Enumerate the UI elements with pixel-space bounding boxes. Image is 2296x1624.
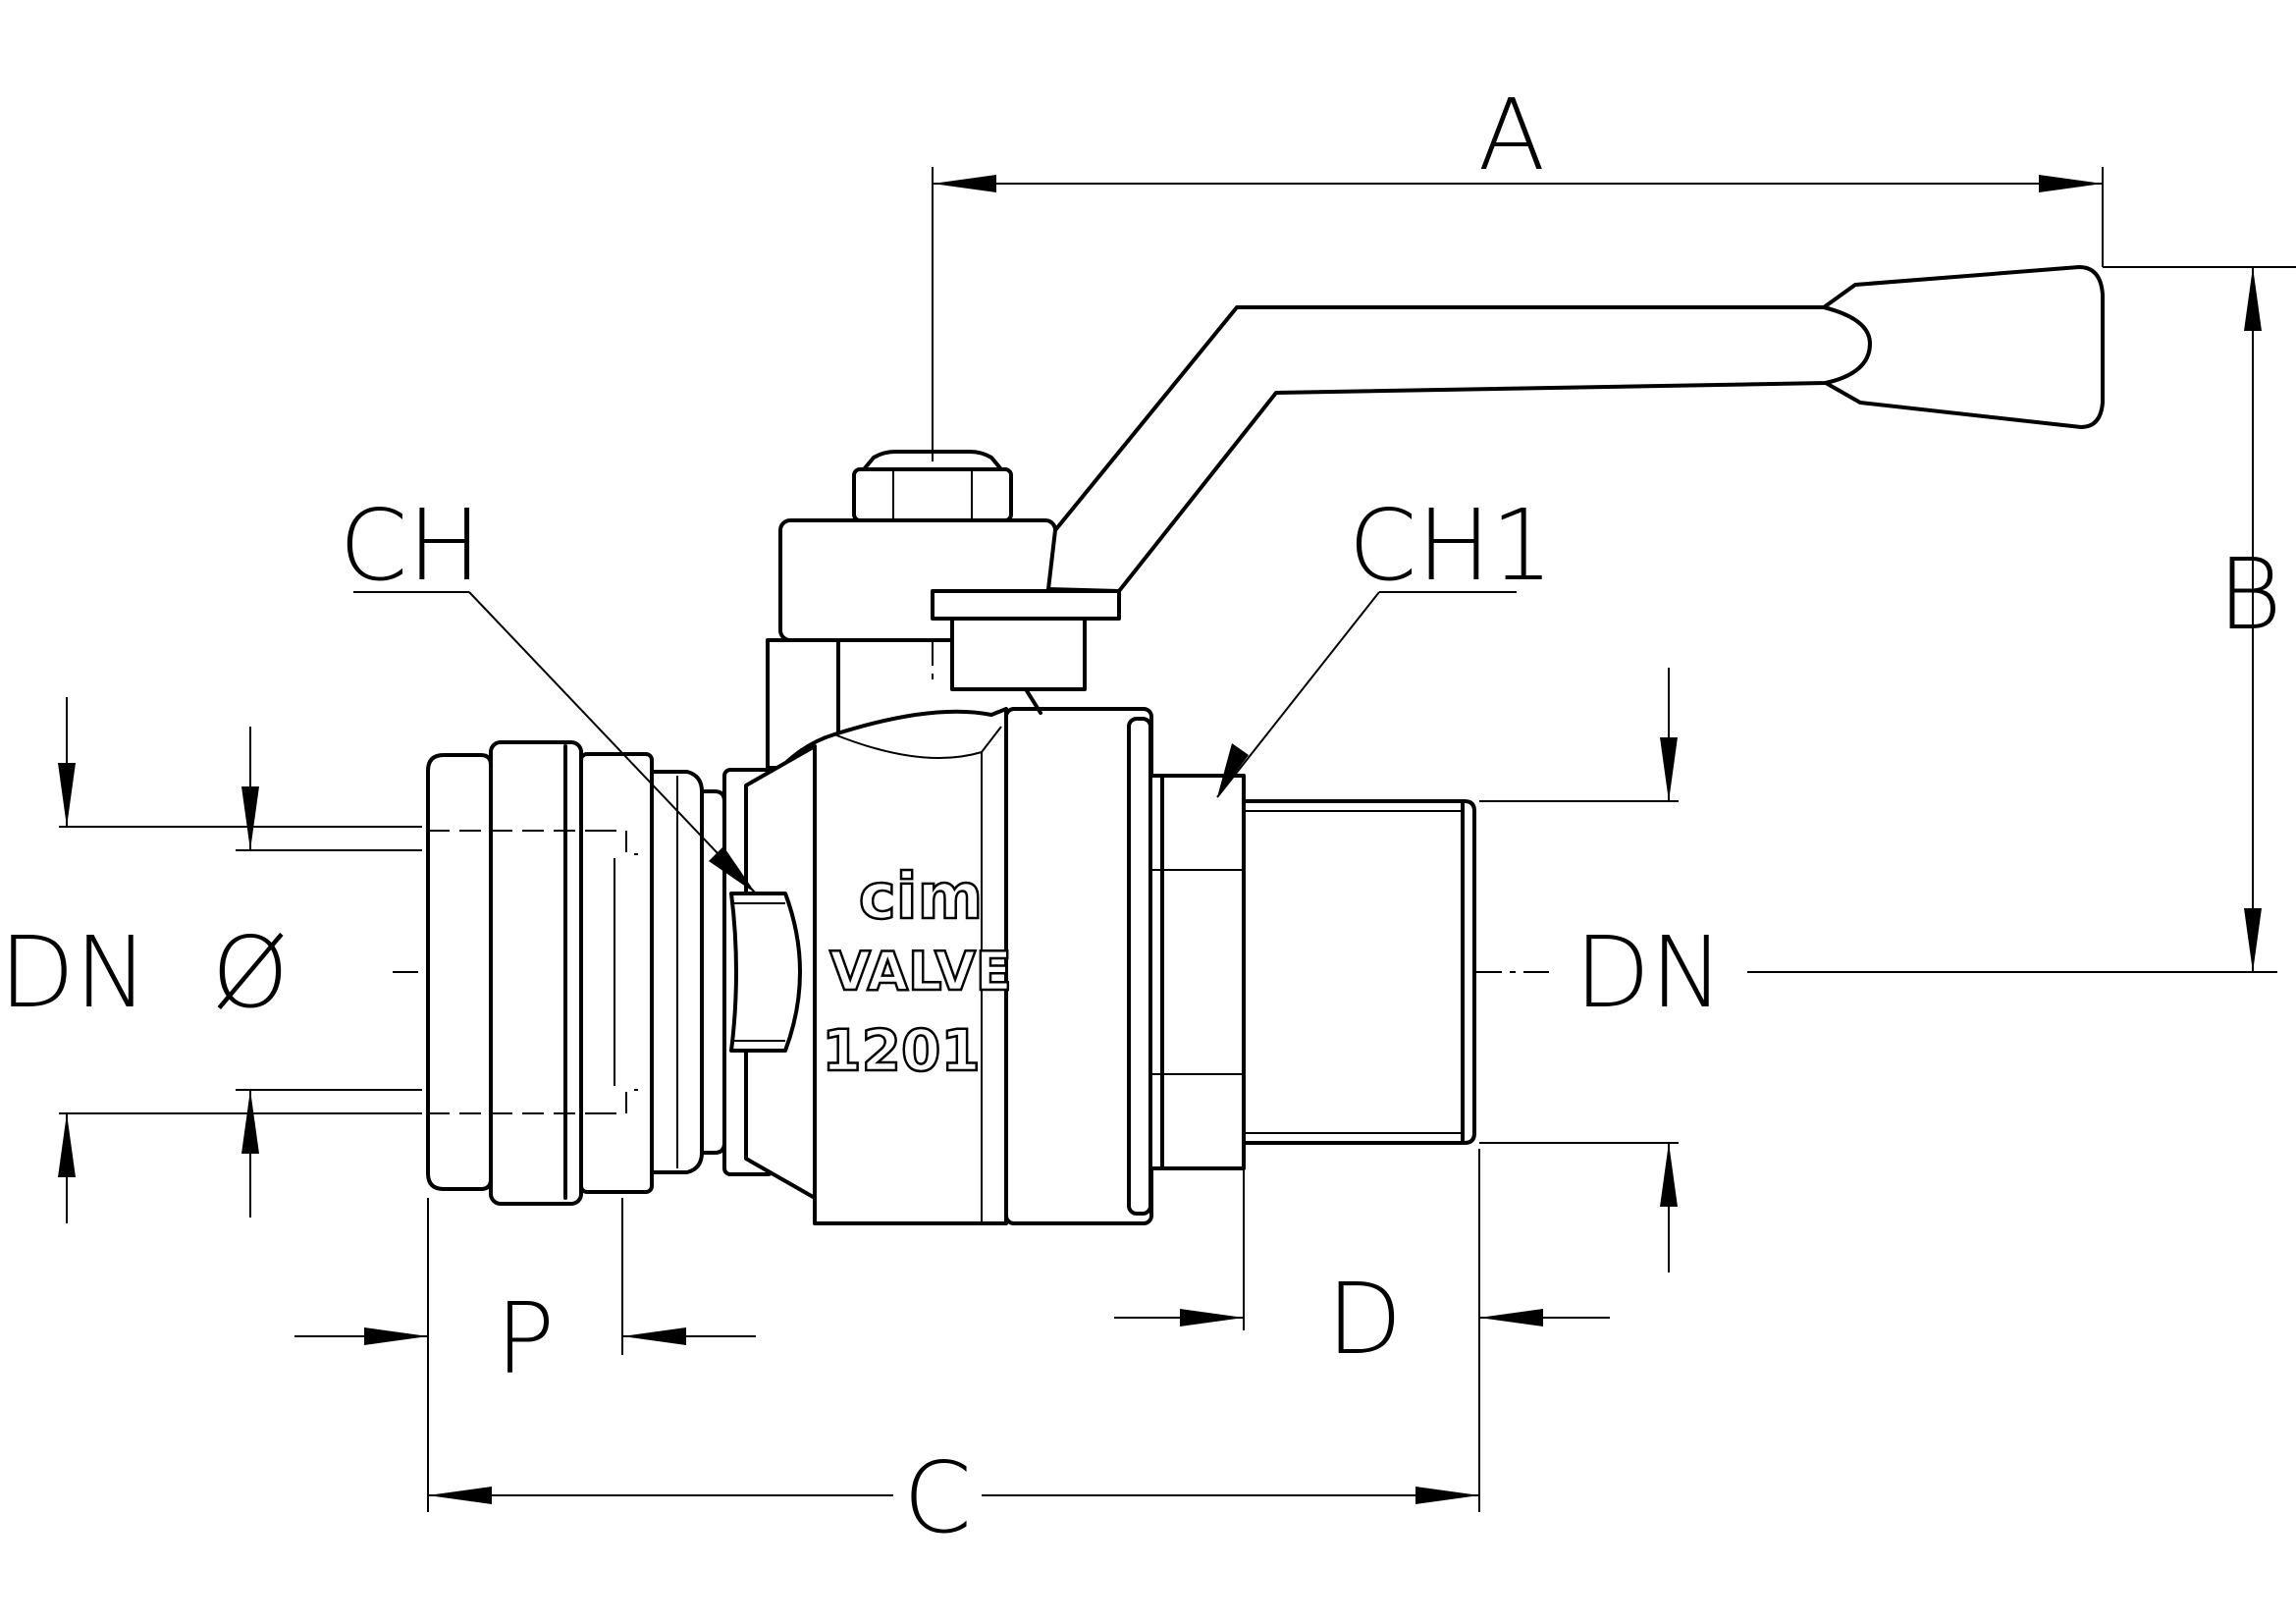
label-b: B: [2217, 537, 2281, 652]
valve-text: VALVE: [829, 941, 1012, 1002]
label-dn-left: DN: [0, 915, 148, 1030]
label-ch1: CH1: [1349, 488, 1554, 603]
lever-handle: [778, 265, 2105, 715]
label-c: C: [903, 1440, 972, 1555]
label-diameter: Ø: [212, 915, 290, 1030]
dimension-labels: A B C D P CH CH1 DN Ø DN: [0, 78, 2282, 1555]
push-fit-end: [426, 740, 775, 1206]
label-a: A: [1478, 78, 1545, 192]
label-p: P: [496, 1281, 555, 1396]
extension-lines: [59, 167, 2296, 1512]
dimension-lines: [58, 175, 2262, 1504]
brand-text: cim: [859, 861, 984, 934]
threaded-end: [1148, 774, 1476, 1170]
label-ch: CH: [339, 488, 481, 603]
model-text: 1201: [822, 1017, 980, 1084]
label-d: D: [1326, 1262, 1402, 1377]
body-marking: cim VALVE 1201: [821, 860, 1013, 1086]
label-dn-right: DN: [1575, 915, 1724, 1030]
